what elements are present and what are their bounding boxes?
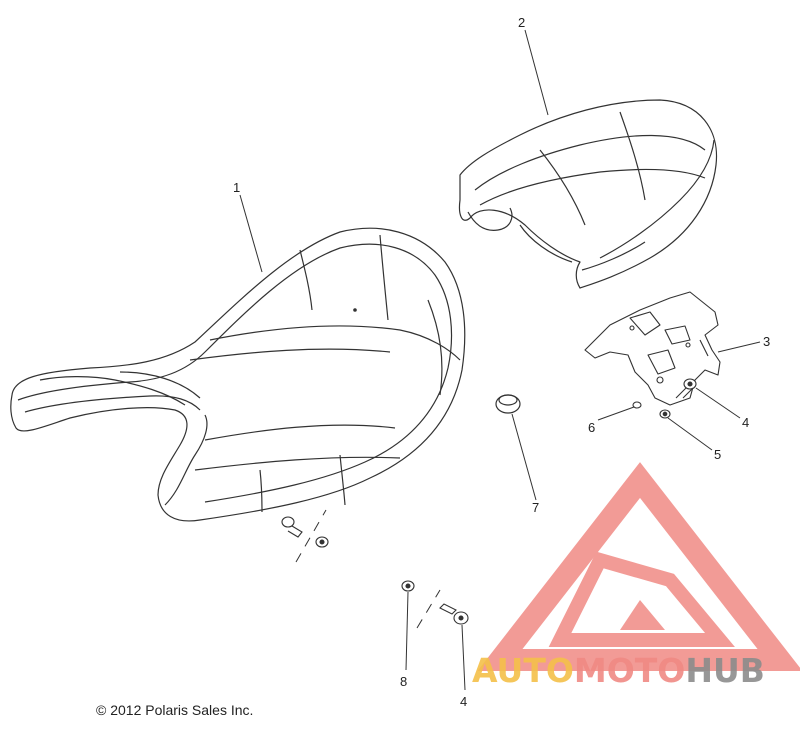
seat-passenger-part xyxy=(458,99,718,289)
callout-6: 6 xyxy=(588,420,595,435)
watermark-logo xyxy=(477,462,800,671)
washer-part-6 xyxy=(632,401,642,409)
watermark-moto: MOTO xyxy=(574,651,685,690)
callout-4-lower: 4 xyxy=(460,694,467,709)
watermark-hub: HUB xyxy=(685,651,765,690)
leader-lines xyxy=(239,29,761,691)
screw-part-b xyxy=(439,603,469,625)
watermark-auto: AUTO xyxy=(472,651,574,690)
callout-3: 3 xyxy=(763,334,770,349)
callout-7: 7 xyxy=(532,500,539,515)
copyright-notice: © 2012 Polaris Sales Inc. xyxy=(96,702,254,718)
bracket-part xyxy=(584,291,721,406)
screw-part-a xyxy=(675,378,697,399)
nut-part-5 xyxy=(659,409,671,419)
watermark-text: AUTOMOTOHUB xyxy=(472,651,765,690)
callout-2: 2 xyxy=(518,15,525,30)
callout-1: 1 xyxy=(233,180,240,195)
callout-5: 5 xyxy=(714,447,721,462)
seat-main-part xyxy=(10,227,466,522)
callout-4-upper: 4 xyxy=(742,415,749,430)
bumper-part-7 xyxy=(495,394,521,414)
callout-8: 8 xyxy=(400,674,407,689)
nut-part-8 xyxy=(401,580,415,592)
screw-under-seat xyxy=(281,516,329,548)
callout-labels: 1 2 3 4 5 6 7 8 4 xyxy=(233,15,770,709)
svg-text:AUTOMOTOHUB: AUTOMOTOHUB xyxy=(472,651,765,690)
